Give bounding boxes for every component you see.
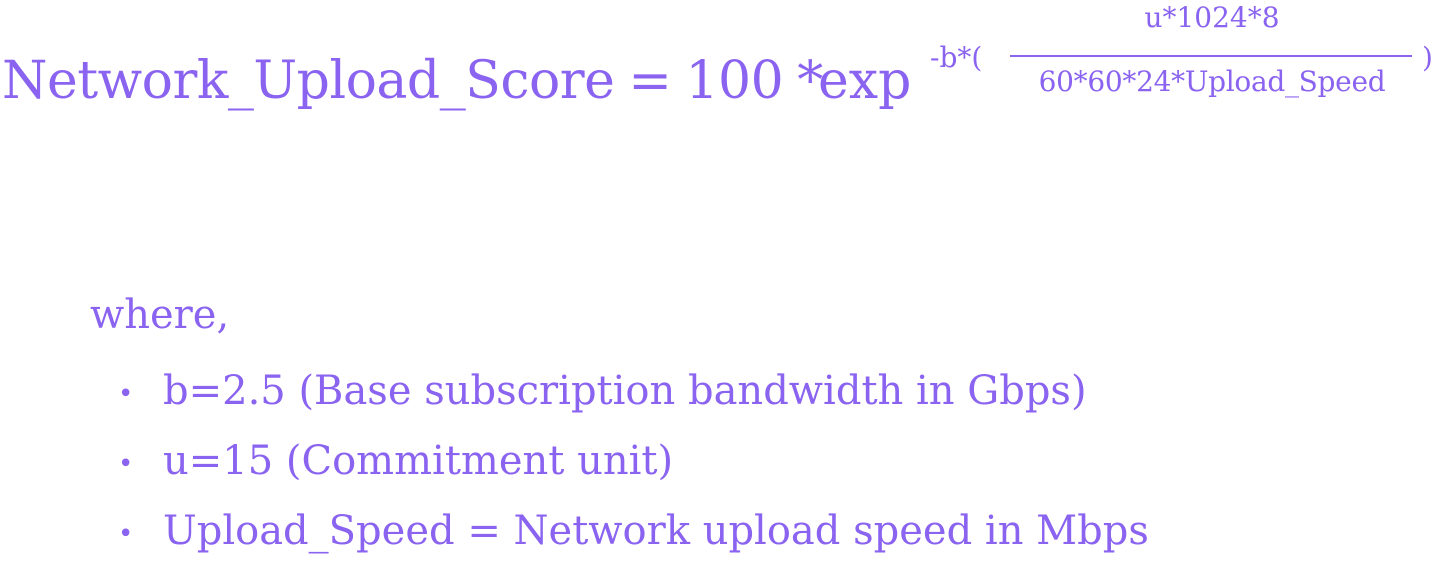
where-label: where, <box>90 292 230 338</box>
bullet-icon: • <box>118 519 134 549</box>
definition-text: b=2.5 (Base subscription bandwidth in Gb… <box>163 368 1087 414</box>
exponent-prefix: -b*( <box>930 41 983 74</box>
fraction-denominator: 60*60*24*Upload_Speed <box>1038 65 1386 98</box>
fraction-numerator: u*1024*8 <box>1144 1 1280 34</box>
bullet-icon: • <box>118 379 134 409</box>
fraction-bar <box>1010 55 1412 57</box>
multiply-sign: * <box>797 51 823 111</box>
exponent-close-paren: ) <box>1422 41 1433 74</box>
score-constant: 100 <box>685 51 784 111</box>
equals-sign: = <box>628 51 672 111</box>
score-variable: Network_Upload_Score <box>2 51 615 111</box>
definitions-list: • b=2.5 (Base subscription bandwidth in G… <box>118 363 1149 573</box>
exp-function: exp <box>818 51 912 111</box>
definition-text: u=15 (Commitment unit) <box>163 438 674 484</box>
formula-left-side: Network_Upload_Score=100* <box>2 50 837 112</box>
definition-item-upload-speed: • Upload_Speed = Network upload speed in … <box>118 503 1149 573</box>
definition-item-u: • u=15 (Commitment unit) <box>118 433 1149 503</box>
definition-text: Upload_Speed = Network upload speed in M… <box>163 508 1149 554</box>
definition-item-b: • b=2.5 (Base subscription bandwidth in G… <box>118 363 1149 433</box>
bullet-icon: • <box>118 449 134 479</box>
